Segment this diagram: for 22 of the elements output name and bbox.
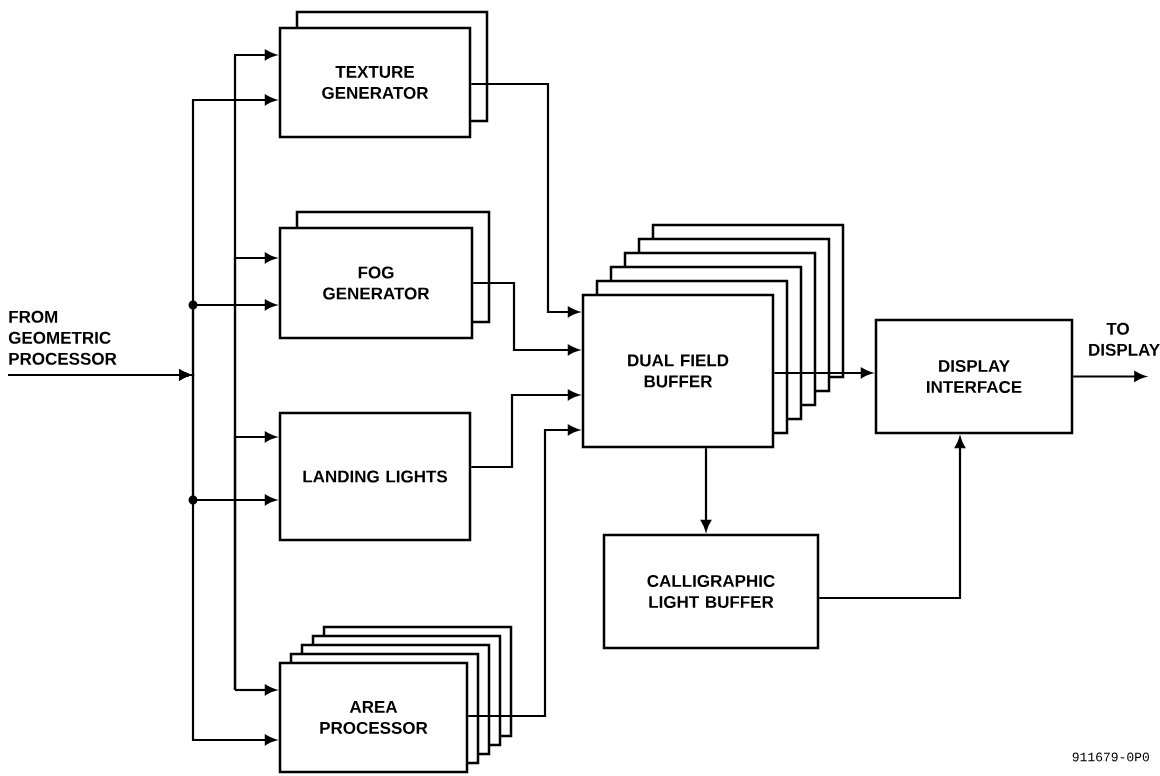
node-label: BUFFER — [644, 375, 713, 388]
stacked-box: AREA PROCESSOR — [278, 625, 513, 774]
arrow — [1073, 371, 1146, 382]
arrow — [473, 281, 579, 356]
process-box: CALLIGRAPHIC LIGHT BUFFER — [602, 533, 820, 650]
process-box: DISPLAY INTERFACE — [874, 318, 1074, 435]
stacked-box: DUAL FIELD BUFFER — [581, 223, 845, 449]
stacked-box: TEXTURE GENERATOR — [278, 10, 489, 139]
arrow — [471, 82, 579, 318]
figure-number: 911679-0P0 — [1072, 752, 1149, 762]
arrow — [819, 437, 966, 600]
signal-label: TO DISPLAY — [1089, 322, 1160, 356]
arrow — [233, 431, 276, 690]
arrow — [8, 369, 276, 746]
process-box: LANDING LIGHTS — [278, 411, 472, 542]
stacked-box: FOG GENERATOR — [278, 210, 491, 340]
arrow — [700, 448, 712, 531]
arrow — [471, 389, 579, 469]
arrow — [468, 424, 579, 718]
arrow — [235, 684, 276, 696]
arrow — [774, 367, 872, 379]
signal-label: FROM GEOMETRIC PROCESSOR — [8, 310, 117, 365]
